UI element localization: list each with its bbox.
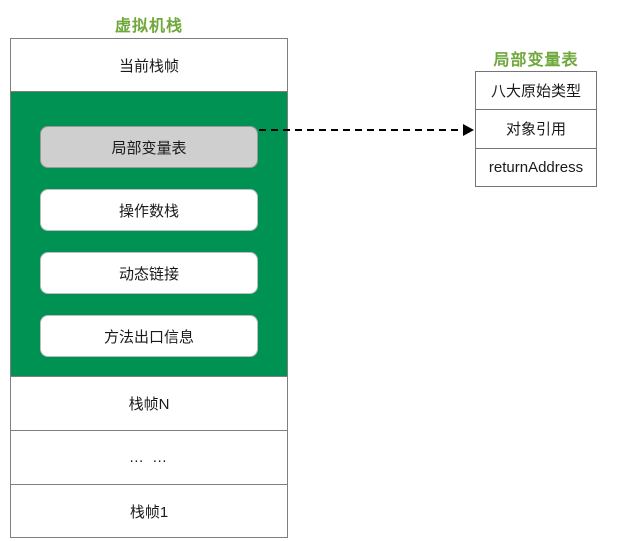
current-frame-section: 当前栈帧: [11, 39, 287, 91]
method-exit-info-box: 方法出口信息: [40, 315, 258, 357]
vm-stack-title: 虚拟机栈: [114, 18, 183, 35]
table-row-primitive-types: 八大原始类型: [490, 83, 581, 101]
local-variable-table: 八大原始类型 对象引用 returnAddress: [475, 71, 597, 187]
dynamic-link-box: 动态链接: [40, 252, 258, 294]
stack-frame-1-section: 栈帧1: [11, 484, 287, 537]
dashed-arrow: [259, 124, 474, 136]
stack-frame-n-label: 栈帧N: [128, 396, 170, 413]
operand-stack-box: 操作数栈: [40, 189, 258, 231]
stack-frame-1-label: 栈帧1: [129, 503, 169, 521]
ellipsis-label: … …: [128, 449, 170, 466]
local-variable-table-box: 局部变量表: [40, 126, 258, 168]
current-frame-label: 当前栈帧: [118, 57, 179, 75]
stack-frame-n-section: 栈帧N: [11, 377, 287, 430]
ellipsis-section: … …: [11, 430, 287, 484]
local-variable-table-title: 局部变量表: [493, 52, 579, 69]
table-row-return-address: returnAddress: [476, 147, 596, 186]
frame-detail-section: 局部变量表 操作数栈 动态链接 方法出口信息: [11, 91, 287, 377]
table-row-object-reference: 对象引用: [476, 109, 596, 147]
vm-stack-box: 当前栈帧 局部变量表 操作数栈 动态链接 方法出口信息 栈帧N … … 栈帧1: [10, 38, 288, 538]
arrowhead-icon: [463, 124, 474, 136]
